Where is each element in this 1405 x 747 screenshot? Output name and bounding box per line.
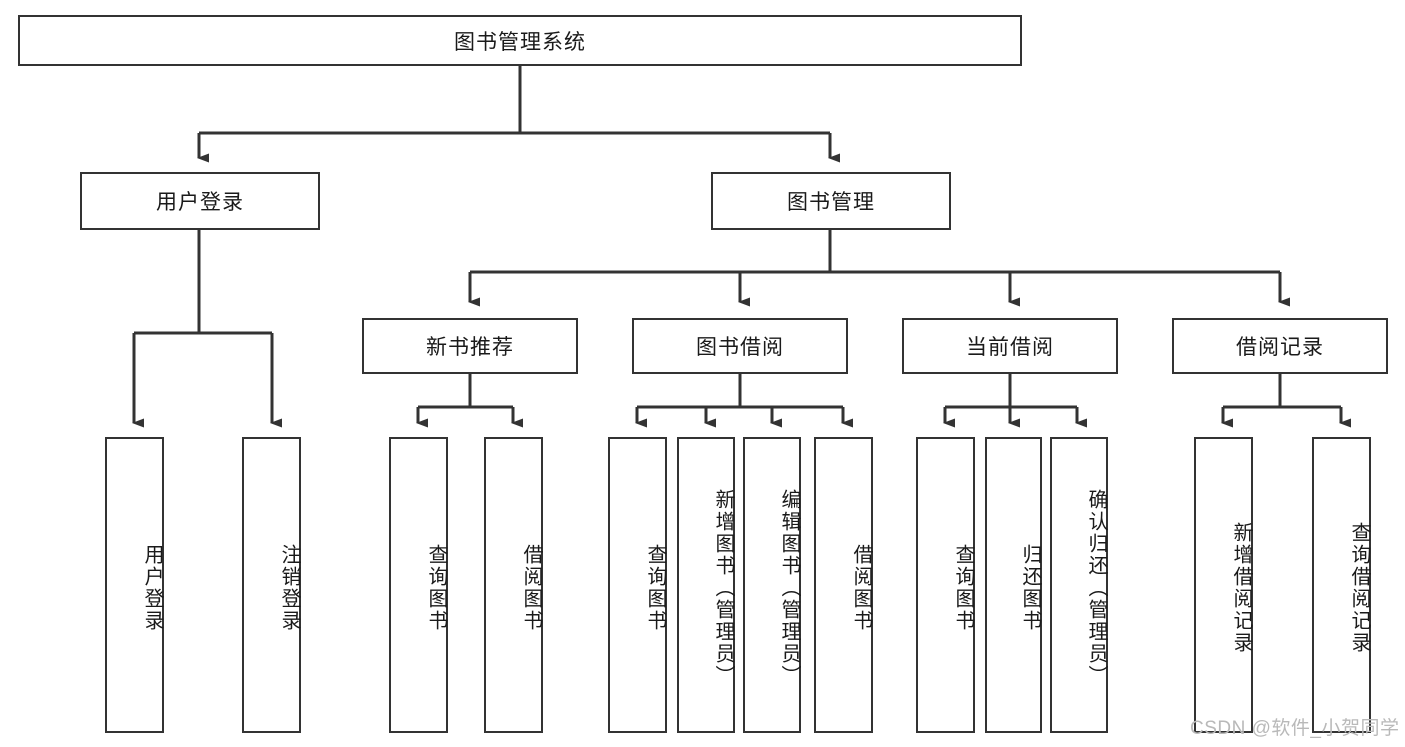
leaf-user-login[interactable]: 用户登录 xyxy=(105,437,164,733)
leaf-query-book-current[interactable]: 查询图书 xyxy=(916,437,975,733)
node-borrow-record[interactable]: 借阅记录 xyxy=(1172,318,1388,374)
leaf-return-book[interactable]: 归还图书 xyxy=(985,437,1042,733)
leaf-query-borrow-record[interactable]: 查询借阅记录 xyxy=(1312,437,1371,733)
leaf-confirm-return-admin[interactable]: 确认归还（管理员） xyxy=(1050,437,1108,733)
leaf-query-book-recommend[interactable]: 查询图书 xyxy=(389,437,448,733)
node-book-management[interactable]: 图书管理 xyxy=(711,172,951,230)
leaf-borrow-book-recommend[interactable]: 借阅图书 xyxy=(484,437,543,733)
node-current-borrow[interactable]: 当前借阅 xyxy=(902,318,1118,374)
leaf-edit-book-admin[interactable]: 编辑图书（管理员） xyxy=(743,437,801,733)
leaf-add-borrow-record[interactable]: 新增借阅记录 xyxy=(1194,437,1253,733)
node-new-book-recommend[interactable]: 新书推荐 xyxy=(362,318,578,374)
leaf-borrow-book[interactable]: 借阅图书 xyxy=(814,437,873,733)
node-book-borrow[interactable]: 图书借阅 xyxy=(632,318,848,374)
leaf-logout-login[interactable]: 注销登录 xyxy=(242,437,301,733)
node-root-book-management-system[interactable]: 图书管理系统 xyxy=(18,15,1022,66)
watermark: CSDN @软件_小贺同学 xyxy=(1190,718,1400,739)
leaf-add-book-admin[interactable]: 新增图书（管理员） xyxy=(677,437,735,733)
leaf-query-book-borrow[interactable]: 查询图书 xyxy=(608,437,667,733)
node-user-login[interactable]: 用户登录 xyxy=(80,172,320,230)
